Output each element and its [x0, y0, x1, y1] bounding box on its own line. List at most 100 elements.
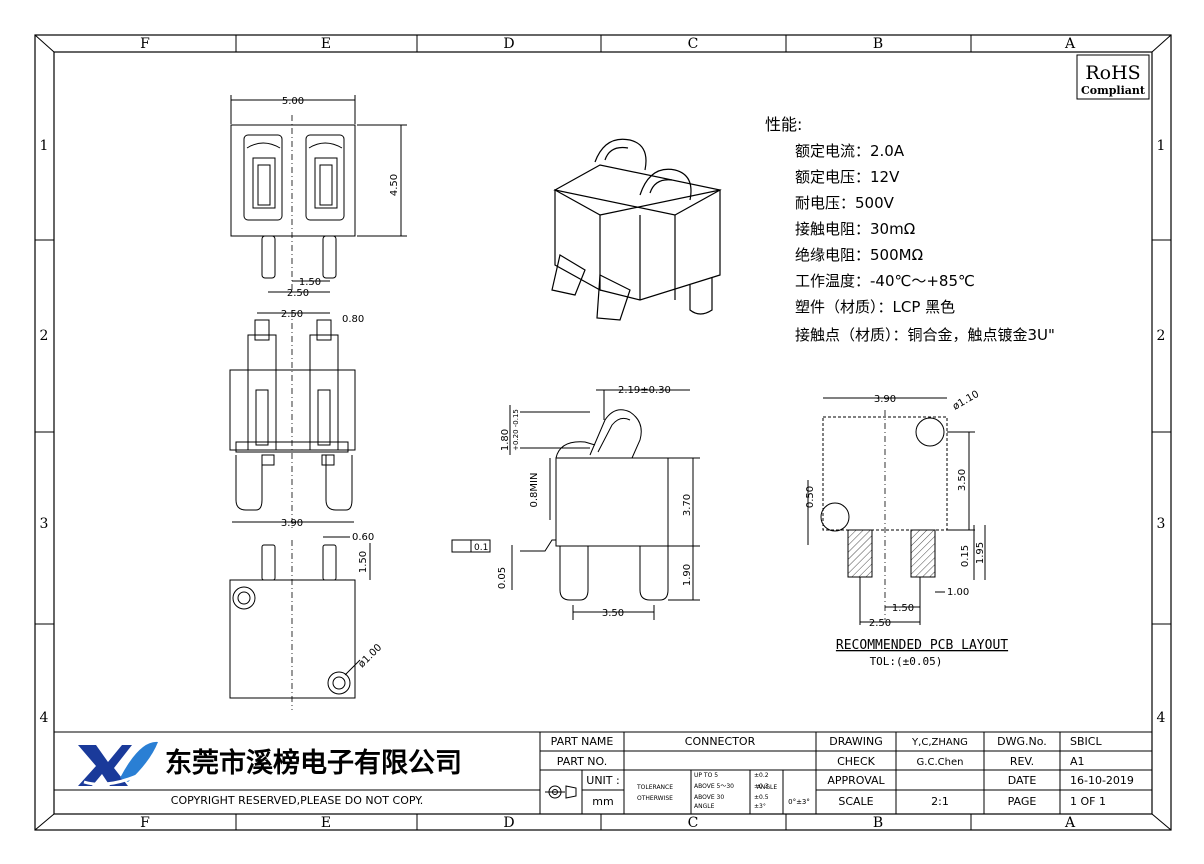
isometric-view [551, 138, 722, 321]
scale-label: SCALE [838, 795, 873, 808]
dim-mid-pitch: 2.50 [281, 309, 303, 320]
col-label-d-bottom: D [503, 815, 514, 831]
tolerance-label: TOLERANCE [636, 784, 673, 791]
part-name-label: PART NAME [551, 735, 614, 748]
spec-line: 塑件（材质）：LCP 黑色 [795, 298, 955, 316]
unit-label: UNIT : [586, 774, 619, 787]
dim-pcb-pitch-b: 2.50 [869, 618, 891, 629]
dim-side-min: 0.8MIN [529, 473, 540, 508]
rohs-sub-label: Compliant [1081, 84, 1146, 97]
row-label-3: 3 [40, 516, 49, 532]
front-view [229, 310, 356, 530]
tol-row-3: ABOVE 30 [694, 794, 724, 801]
dim-top-width: 5.00 [282, 96, 304, 107]
dim-bottom-pin-w: 0.60 [352, 532, 374, 543]
dim-side-peg: 1.90 [682, 564, 693, 586]
dim-pcb-hole: ø1.10 [951, 389, 981, 413]
spec-list: 性能: 额定电流：2.0A 额定电压：12V 耐电压：500V 接触电阻：30m… [765, 115, 1055, 344]
col-label-e-bottom: E [321, 815, 331, 831]
spec-line: 额定电流：2.0A [795, 142, 905, 160]
row-label-2-right: 2 [1157, 328, 1166, 344]
dim-mid-width: 3.90 [281, 518, 303, 529]
company-name: 东莞市溪榜电子有限公司 [165, 747, 462, 779]
dim-top-height: 4.50 [389, 174, 400, 196]
page-value: 1 OF 1 [1070, 795, 1106, 808]
rev-value: A1 [1070, 755, 1085, 768]
dim-pcb-offset: 0.50 [805, 486, 816, 508]
approval-label: APPROVAL [827, 774, 885, 787]
tol-row-2-value: ±0.3 [754, 783, 769, 790]
top-view [230, 95, 407, 293]
tol-row-1-value: ±0.2 [754, 772, 769, 779]
tol-row-2: ABOVE 5～30 [694, 783, 734, 790]
angle-label: ANGLE [757, 784, 778, 791]
check-label: CHECK [837, 755, 876, 768]
dim-pcb-pad-b: 1.95 [975, 542, 986, 564]
col-label-a-bottom: A [1064, 815, 1076, 831]
row-label-1-right: 1 [1157, 138, 1166, 154]
part-name-value: CONNECTOR [685, 735, 756, 748]
row-label-4-right: 4 [1157, 710, 1166, 726]
col-label-b-bottom: B [873, 815, 883, 831]
sheet-frame: F E D C B A F E D C B A 1 2 3 4 1 2 3 4 [34, 34, 1172, 831]
rohs-badge: RoHS Compliant [1076, 54, 1150, 100]
check-by: G.C.Chen [917, 757, 964, 768]
pcb-caption-title: RECOMMENDED PCB LAYOUT [836, 638, 1008, 653]
dim-pcb-pad-a: 0.15 [960, 545, 971, 567]
otherwise-label: OTHERWISE [637, 795, 673, 802]
dim-pcb-height: 3.50 [957, 469, 968, 491]
unit-value: mm [592, 795, 613, 808]
dwg-no-label: DWG.No. [997, 735, 1047, 748]
col-label-a: A [1064, 36, 1076, 52]
col-label-c: C [688, 36, 699, 52]
spec-line: 工作温度：-40℃～+85℃ [795, 272, 975, 290]
dim-side-stroke: 1.80 [500, 429, 511, 451]
side-view [451, 389, 700, 620]
row-label-4: 4 [40, 710, 49, 726]
dim-bottom-pin-h: 1.50 [358, 551, 369, 573]
spec-line: 绝缘电阻：500MΩ [795, 246, 923, 264]
dim-side-stroke-tol: +0.20 -0.15 [512, 409, 520, 451]
col-label-f-bottom: F [140, 815, 150, 831]
col-label-f: F [140, 36, 150, 52]
drawing-label: DRAWING [829, 735, 882, 748]
tol-row-1: UP TO 5 [694, 772, 718, 779]
copyright-notice: COPYRIGHT RESERVED,PLEASE DO NOT COPY. [171, 794, 423, 807]
row-label-3-right: 3 [1157, 516, 1166, 532]
company-logo [78, 741, 158, 786]
tol-row-4: ANGLE [694, 803, 715, 810]
col-label-e: E [321, 36, 331, 52]
spec-heading: 性能: [765, 115, 802, 134]
row-label-2: 2 [40, 328, 49, 344]
tol-row-3-value: ±0.5 [754, 794, 769, 801]
dim-side-top: 2.19±0.30 [618, 385, 671, 396]
col-label-d: D [503, 36, 514, 52]
dim-side-flat: 0.05 [497, 567, 508, 589]
rev-label: REV. [1010, 755, 1034, 768]
dim-pcb-pitch-a: 1.50 [892, 603, 914, 614]
spec-line: 额定电压：12V [795, 168, 900, 186]
col-label-c-bottom: C [688, 815, 699, 831]
dim-pitch-small: 1.50 [299, 277, 321, 288]
pcb-layout [807, 397, 986, 625]
scale-value: 2:1 [931, 795, 949, 808]
part-no-label: PART NO. [557, 755, 607, 768]
dwg-no-value: SBICL [1070, 735, 1102, 748]
tol-row-4-value: ±3° [754, 803, 766, 810]
dim-pcb-width: 3.90 [874, 394, 896, 405]
dim-side-height: 3.70 [682, 494, 693, 516]
page-label: PAGE [1008, 795, 1037, 808]
angle-value: 0°±3° [788, 798, 810, 806]
flatness-value: 0.1 [474, 543, 488, 553]
spec-line: 接触电阻：30mΩ [795, 220, 915, 238]
date-value: 16-10-2019 [1070, 774, 1134, 787]
spec-line: 耐电压：500V [795, 194, 895, 212]
pcb-caption-tol: TOL:(±0.05) [870, 655, 943, 668]
date-label: DATE [1008, 774, 1037, 787]
drawing-by: Y,C,ZHANG [911, 737, 968, 748]
title-block [54, 731, 1152, 814]
dim-mid-contact: 0.80 [342, 314, 364, 325]
rohs-label: RoHS [1085, 62, 1140, 84]
spec-line: 接触点（材质）：铜合金，触点镀金3U" [795, 326, 1055, 344]
